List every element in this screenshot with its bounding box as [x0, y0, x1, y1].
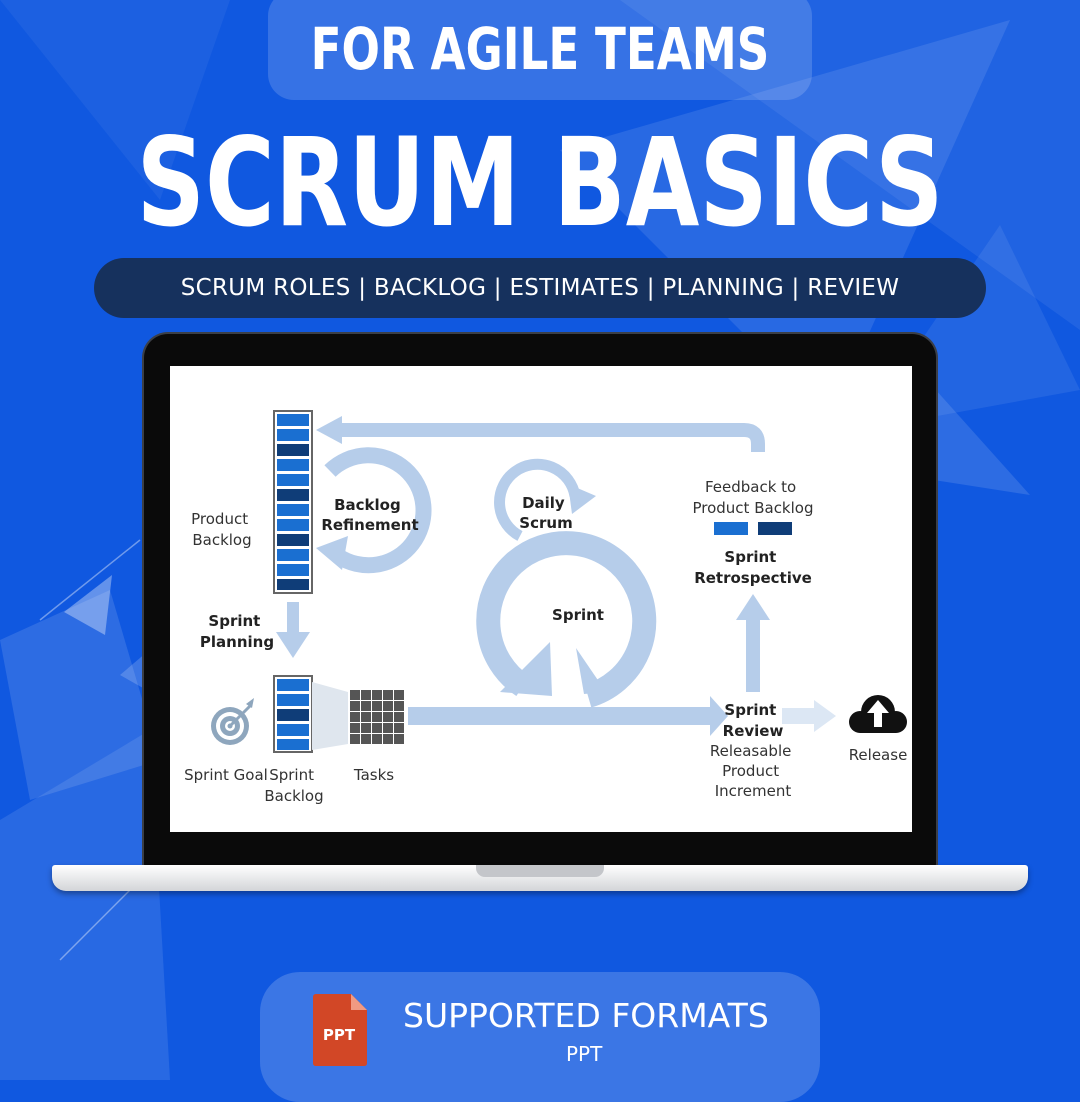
tasks-grid [350, 690, 404, 746]
feedback-loop-arrowhead [316, 416, 342, 444]
sprint-goal-label: Sprint Goal [184, 766, 268, 784]
laptop-screen: Product Backlog Backlog Refinement Daily… [170, 366, 912, 832]
subtitle: FOR AGILE TEAMS [310, 15, 770, 83]
laptop-notch [476, 865, 604, 877]
sprint-cycle-arrowhead [500, 642, 552, 696]
sprint-review-label: Sprint Review [723, 701, 784, 740]
svg-text:PPT: PPT [323, 1026, 356, 1044]
feedback-label: Feedback to Product Backlog [692, 478, 813, 517]
feedback-bar-light [714, 522, 748, 535]
sprint-planning-arrow [287, 602, 299, 634]
sprint-cycle-ring [476, 531, 657, 708]
tasks-expansion [312, 682, 348, 750]
daily-scrum-loop [494, 458, 581, 541]
release-label: Release [849, 746, 908, 764]
release-arrow [782, 708, 816, 724]
supported-formats-value: PPT [566, 1042, 603, 1066]
increment-label: Releasable Product Increment [710, 742, 796, 800]
sprint-backlog-stack [273, 675, 313, 753]
product-backlog-stack [273, 410, 313, 594]
sprint-label: Sprint [552, 606, 604, 624]
subtitle-pill [268, 0, 812, 100]
sprint-planning-label: Sprint Planning [200, 612, 274, 651]
target-icon [211, 698, 254, 745]
backlog-refinement-arrowhead [316, 536, 348, 570]
delivery-arrow [408, 707, 714, 725]
daily-scrum-label: Daily Scrum [519, 494, 572, 532]
scrum-process-diagram: Product Backlog Backlog Refinement Daily… [184, 410, 908, 805]
feedback-loop-arrow [338, 423, 765, 452]
backlog-refinement-loop [324, 447, 432, 574]
topics-pill: SCRUM ROLES | BACKLOG | ESTIMATES | PLAN… [94, 258, 986, 318]
sprint-backlog-label: Sprint Backlog [264, 766, 323, 805]
retrospective-arrow [746, 618, 760, 692]
cloud-upload-icon [849, 695, 907, 733]
feedback-bar-dark [758, 522, 792, 535]
tasks-label: Tasks [353, 766, 394, 784]
daily-scrum-arrowhead [568, 484, 596, 514]
sprint-retrospective-label: Sprint Retrospective [694, 548, 812, 587]
page-title: SCRUM BASICS [136, 112, 944, 254]
ppt-file-icon: PPT [313, 994, 367, 1066]
supported-formats-title: SUPPORTED FORMATS [403, 996, 769, 1035]
product-backlog-label: Product Backlog [191, 510, 253, 549]
backlog-refinement-label: Backlog Refinement [321, 496, 418, 534]
topics-text: SCRUM ROLES | BACKLOG | ESTIMATES | PLAN… [180, 275, 900, 301]
